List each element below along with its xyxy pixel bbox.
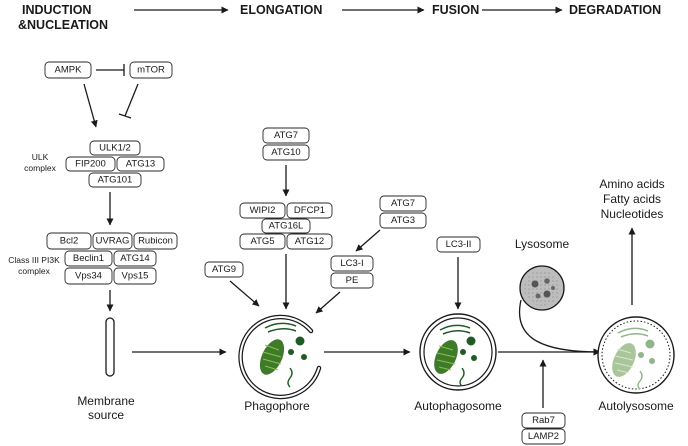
- atg3-box: [379, 212, 427, 229]
- pi3k-label-1: Class III PI3K: [8, 255, 60, 265]
- product-fatty-acids: Fatty acids: [603, 192, 661, 206]
- atg9-box: [204, 261, 244, 278]
- mtor-inhibits-ulk: [124, 83, 139, 117]
- atg7-box-right: [379, 195, 427, 212]
- membrane-source-label-1: Membrane: [77, 394, 135, 408]
- atg13-box: [116, 156, 165, 172]
- mitochondrion-icon: [259, 339, 285, 375]
- lc3-to-phagophore-arrow: [315, 291, 341, 314]
- autophagosome-shape: [419, 313, 497, 391]
- mtor-box: [129, 61, 173, 79]
- bcl2-box: [46, 232, 92, 250]
- uvrag-box: [92, 232, 133, 250]
- atg7-top-label: ATG7: [274, 130, 298, 141]
- ulk12-box: [89, 140, 141, 156]
- fusion-column: LC3-II Autophagosome Lysosome: [414, 236, 601, 445]
- stage-induction: INDUCTION: [22, 3, 91, 17]
- beclin1-box: [64, 250, 113, 267]
- degradation-column: Amino acids Fatty acids Nucleotides Auto…: [597, 177, 675, 413]
- atg12-label: ATG12: [295, 236, 324, 247]
- wipi2-box: [239, 202, 286, 219]
- lc3-i-box: [330, 255, 374, 272]
- vps15-box: [113, 267, 157, 285]
- atg16l-label: ATG16L: [269, 221, 304, 232]
- bcl2-label: Bcl2: [60, 236, 78, 247]
- atg12-box: [286, 233, 333, 250]
- induction-column: AMPK mTOR ULK complex ULK1/2 FIP200 ATG1…: [8, 61, 227, 422]
- stage-degradation: DEGRADATION: [569, 3, 661, 17]
- atg3-to-lc3-arrow: [355, 229, 381, 252]
- dfcp1-box: [286, 202, 333, 219]
- vps34-label: Vps34: [75, 271, 102, 282]
- atg10-box: [262, 144, 310, 161]
- atg16l-box: [261, 218, 311, 234]
- lamp2-box: [521, 428, 566, 445]
- lamp2-label: LAMP2: [528, 431, 559, 442]
- lysosome-label: Lysosome: [515, 237, 570, 251]
- lysosome-shape: [519, 265, 565, 311]
- pe-label: PE: [346, 275, 359, 286]
- atg9-label: ATG9: [212, 264, 236, 275]
- pe-box: [330, 272, 374, 289]
- autophagosome-label: Autophagosome: [414, 399, 502, 413]
- atg101-label: ATG101: [98, 175, 133, 186]
- membrane-source-shape: [105, 317, 115, 377]
- stage-elongation: ELONGATION: [240, 3, 322, 17]
- stage-headers: INDUCTION &NUCLEATION ELONGATION FUSION …: [18, 3, 661, 32]
- atg5-box: [239, 233, 286, 250]
- rubicon-box: [133, 232, 178, 250]
- product-amino-acids: Amino acids: [599, 177, 664, 191]
- vps15-label: Vps15: [122, 271, 149, 282]
- beclin1-label: Beclin1: [73, 253, 104, 264]
- phagophore-shape: [238, 314, 322, 400]
- atg14-box: [113, 250, 157, 267]
- pi3k-label-2: complex: [18, 266, 50, 276]
- ulk-complex-label-2: complex: [24, 163, 56, 173]
- inhibit-bar-2: [118, 113, 132, 119]
- ampk-to-ulk-arrow: [83, 83, 98, 128]
- atg10-label: ATG10: [271, 147, 300, 158]
- ampk-box: [44, 61, 92, 79]
- mitochondrion-icon: [612, 343, 636, 377]
- atg101-box: [88, 172, 142, 188]
- atg7-right-label: ATG7: [391, 198, 415, 209]
- phagophore-label: Phagophore: [244, 399, 310, 413]
- rubicon-label: Rubicon: [138, 236, 173, 247]
- atg3-label: ATG3: [391, 215, 415, 226]
- ulk12-label: ULK1/2: [99, 143, 131, 154]
- stage-nucleation: &NUCLEATION: [18, 18, 108, 32]
- vps34-box: [64, 267, 113, 285]
- ulk-complex-label-1: ULK: [32, 152, 49, 162]
- membrane-source-label-2: source: [88, 408, 124, 422]
- atg5-label: ATG5: [250, 236, 274, 247]
- autolysosome-label: Autolysosome: [598, 399, 674, 413]
- stage-fusion: FUSION: [432, 3, 479, 17]
- rab7-label: Rab7: [532, 415, 555, 426]
- mitochondrion-icon: [434, 340, 458, 374]
- lc3-i-label: LC3-I: [340, 258, 363, 269]
- atg9-to-phagophore-arrow: [229, 280, 260, 307]
- wipi2-label: WIPI2: [250, 205, 276, 216]
- atg14-label: ATG14: [120, 253, 149, 264]
- fip200-label: FIP200: [75, 159, 106, 170]
- atg13-label: ATG13: [126, 159, 155, 170]
- lc3-ii-box: [436, 236, 481, 253]
- ampk-label: AMPK: [55, 65, 83, 76]
- atg7-box-top: [262, 127, 310, 144]
- uvrag-label: UVRAG: [96, 236, 130, 247]
- mtor-label: mTOR: [137, 65, 165, 76]
- lc3-ii-label: LC3-II: [446, 239, 472, 250]
- rab7-box: [521, 412, 566, 429]
- autolysosome-shape: [597, 316, 675, 394]
- dfcp1-label: DFCP1: [294, 205, 325, 216]
- elongation-column: ATG7 ATG10 WIPI2 DFCP1 ATG16L ATG5 ATG12…: [204, 127, 427, 413]
- product-nucleotides: Nucleotides: [601, 207, 664, 221]
- fip200-box: [65, 156, 116, 172]
